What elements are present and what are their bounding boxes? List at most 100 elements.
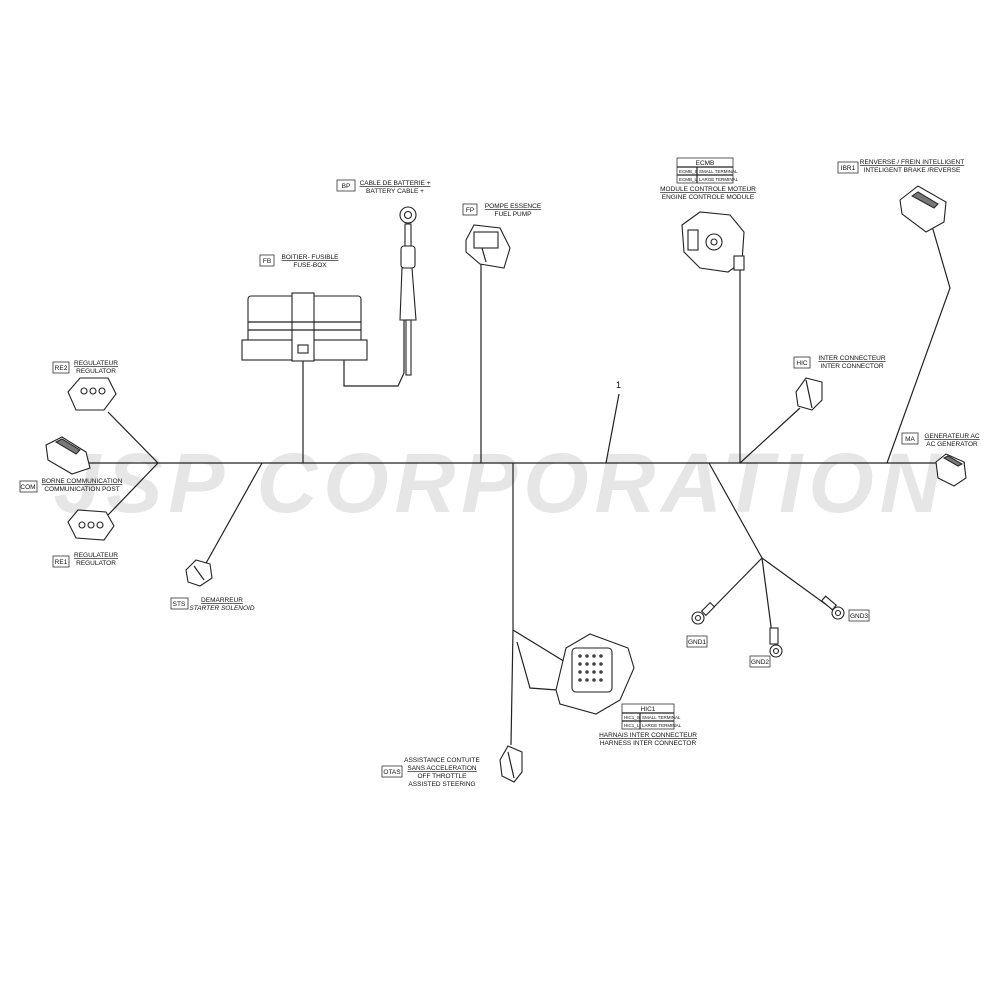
harness-inter-connector[interactable] <box>555 633 635 715</box>
wire-gnd2 <box>761 557 773 635</box>
svg-text:BP: BP <box>342 183 351 190</box>
off-throttle-assisted-steering-connector[interactable] <box>499 745 523 783</box>
svg-text:RE1: RE1 <box>55 559 68 566</box>
label-ma: MA GENERATEUR AC AC GENERATOR <box>901 432 980 448</box>
svg-text:SANS ACCELERATION: SANS ACCELERATION <box>407 765 477 772</box>
svg-text:RENVERSE / FREIN INTELLIGENT: RENVERSE / FREIN INTELLIGENT <box>860 159 964 166</box>
regulator-re2-connector[interactable] <box>67 377 117 411</box>
svg-text:ASSISTANCE CONTUITE: ASSISTANCE CONTUITE <box>404 757 480 764</box>
svg-text:STARTER SOLENOID: STARTER SOLENOID <box>189 605 254 612</box>
svg-text:ENGINE CONTROLE MODULE: ENGINE CONTROLE MODULE <box>662 194 755 201</box>
svg-text:SMALL TERMINAL: SMALL TERMINAL <box>699 169 738 174</box>
label-re2: RE2 REGULATEUR REGULATOR <box>52 360 118 375</box>
svg-text:REGULATOR: REGULATOR <box>76 560 116 567</box>
wire-re1 <box>107 462 159 516</box>
label-fp: FP POMPE ESSENCE FUEL PUMP <box>462 203 542 218</box>
harness-wires <box>80 225 965 746</box>
svg-text:INTER CONNECTOR: INTER CONNECTOR <box>820 363 883 370</box>
label-com: COM BORNE COMMUNICATION COMMUNICATION PO… <box>19 478 123 493</box>
ground-terminal-gnd3[interactable] <box>820 595 845 620</box>
label-fb: FB BOITIER- FUSIBLE FUSE-BOX <box>259 254 339 269</box>
starter-solenoid-connector[interactable] <box>185 559 213 587</box>
svg-text:OFF THROTTLE: OFF THROTTLE <box>418 773 468 780</box>
svg-text:MA: MA <box>905 436 915 443</box>
ground-terminal-gnd2[interactable] <box>769 627 783 658</box>
svg-text:BOITIER- FUSIBLE: BOITIER- FUSIBLE <box>281 254 339 261</box>
wire-hic1-secondary <box>516 641 558 691</box>
callout-leader <box>605 393 620 464</box>
svg-text:GND2: GND2 <box>751 659 769 666</box>
svg-text:FB: FB <box>263 258 271 265</box>
wire-gnd1 <box>712 557 763 609</box>
svg-text:GENERATEUR AC: GENERATEUR AC <box>924 433 979 440</box>
label-gnd3: GND3 <box>848 609 870 622</box>
wire-gnd3 <box>761 557 829 607</box>
svg-text:REGULATEUR: REGULATEUR <box>74 552 118 559</box>
fuel-pump-connector[interactable] <box>465 224 511 269</box>
svg-text:BORNE COMMUNICATION: BORNE COMMUNICATION <box>42 478 123 485</box>
label-re1: RE1 REGULATEUR REGULATOR <box>52 552 118 568</box>
label-sts: STS DEMARREUR STARTER SOLENOID <box>170 597 255 612</box>
svg-text:ECMB_L: ECMB_L <box>679 177 698 182</box>
svg-text:SMALL TERMINAL: SMALL TERMINAL <box>642 715 681 720</box>
svg-text:CABLE DE BATTERIE +: CABLE DE BATTERIE + <box>360 180 431 187</box>
svg-text:GND3: GND3 <box>850 613 868 620</box>
intelligent-brake-reverse-connector[interactable] <box>899 185 947 233</box>
wire-gnd-trunk <box>708 462 763 559</box>
svg-text:FP: FP <box>466 207 474 214</box>
ac-generator-connector[interactable] <box>935 453 967 487</box>
wire-battery <box>343 265 405 387</box>
svg-text:LARGE TERMINAL: LARGE TERMINAL <box>642 723 682 728</box>
svg-text:RE2: RE2 <box>55 365 68 372</box>
svg-text:DEMARREUR: DEMARREUR <box>201 597 243 604</box>
svg-text:INTER CONNECTEUR: INTER CONNECTEUR <box>818 355 885 362</box>
svg-text:HIC1_S: HIC1_S <box>624 715 640 720</box>
svg-text:STS: STS <box>173 601 186 608</box>
svg-text:HARNESS INTER CONNECTOR: HARNESS INTER CONNECTOR <box>600 740 697 747</box>
svg-text:REGULATOR: REGULATOR <box>76 368 116 375</box>
label-ecmb: ECMB ECMB_S SMALL TERMINAL ECMB_L LARGE … <box>660 157 756 201</box>
svg-text:COMMUNICATION POST: COMMUNICATION POST <box>44 486 119 493</box>
svg-text:POMPE ESSENCE: POMPE ESSENCE <box>485 203 542 210</box>
svg-text:ECMB: ECMB <box>696 160 715 167</box>
svg-text:OTAS: OTAS <box>383 769 401 776</box>
wire-sts <box>204 462 263 566</box>
svg-text:MODULE CONTROLE MOTEUR: MODULE CONTROLE MOTEUR <box>660 186 756 193</box>
svg-text:INTELIGENT BRAKE /REVERSE: INTELIGENT BRAKE /REVERSE <box>864 167 961 174</box>
svg-text:FUEL PUMP: FUEL PUMP <box>495 211 532 218</box>
svg-text:GND1: GND1 <box>688 639 706 646</box>
label-bp: BP CABLE DE BATTERIE + BATTERY CABLE + <box>336 179 431 195</box>
svg-text:LARGE TERMINAL: LARGE TERMINAL <box>699 177 739 182</box>
svg-text:HIC: HIC <box>796 360 808 367</box>
svg-text:IBR1: IBR1 <box>841 165 856 172</box>
fuse-box[interactable] <box>241 292 368 362</box>
svg-text:ASSISTED STEERING: ASSISTED STEERING <box>408 781 475 788</box>
svg-text:FUSE-BOX: FUSE-BOX <box>293 262 327 269</box>
battery-cable[interactable] <box>399 206 417 376</box>
engine-control-module[interactable] <box>681 211 745 273</box>
svg-text:HIC1: HIC1 <box>641 706 656 713</box>
svg-text:BATTERY CABLE +: BATTERY CABLE + <box>366 188 424 195</box>
label-hic: HIC INTER CONNECTEUR INTER CONNECTOR <box>793 355 886 370</box>
svg-text:AC GENERATOR: AC GENERATOR <box>926 441 978 448</box>
wire-ibr1 <box>886 225 951 464</box>
label-otas: OTAS ASSISTANCE CONTUITE SANS ACCELERATI… <box>381 757 481 788</box>
svg-text:ECMB_S: ECMB_S <box>679 169 698 174</box>
watermark-text: JSP CORPORATION <box>54 436 947 530</box>
svg-text:HARNAIS INTER CONNECTEUR: HARNAIS INTER CONNECTEUR <box>599 732 697 739</box>
svg-text:HIC1_L: HIC1_L <box>624 723 640 728</box>
callout-number: 1 <box>616 380 621 390</box>
ground-terminal-gnd1[interactable] <box>691 601 716 625</box>
svg-text:COM: COM <box>20 484 35 491</box>
inter-connector[interactable] <box>795 377 823 411</box>
wire-re2 <box>107 411 159 464</box>
wire-otas <box>510 629 514 746</box>
label-gnd2: GND2 <box>749 655 771 668</box>
svg-text:REGULATEUR: REGULATEUR <box>74 360 118 367</box>
communication-post-connector[interactable] <box>45 436 91 475</box>
label-gnd1: GND1 <box>686 635 708 648</box>
wire-hic <box>739 407 801 464</box>
regulator-re1-connector[interactable] <box>67 509 115 541</box>
